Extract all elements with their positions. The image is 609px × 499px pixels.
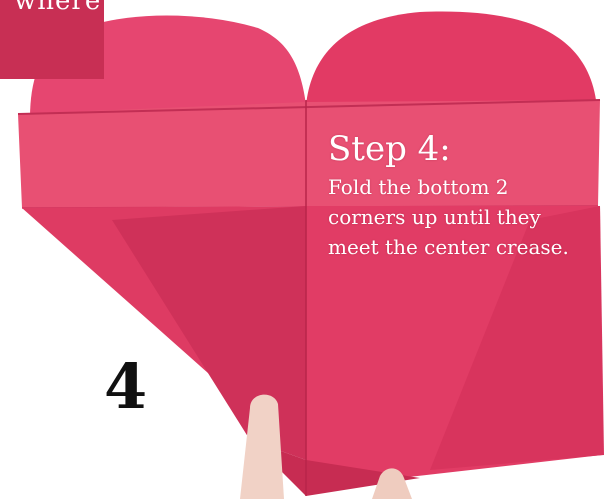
previous-step-caption-box: where [0, 0, 104, 79]
step-instructions: Fold the bottom 2 corners up until they … [328, 172, 583, 262]
previous-step-text: where [14, 0, 101, 16]
step-caption: Step 4: Fold the bottom 2 corners up unt… [328, 130, 598, 262]
step-title: Step 4: [328, 130, 598, 168]
step-number: 4 [104, 350, 147, 423]
heart-right-lobe [306, 12, 596, 105]
